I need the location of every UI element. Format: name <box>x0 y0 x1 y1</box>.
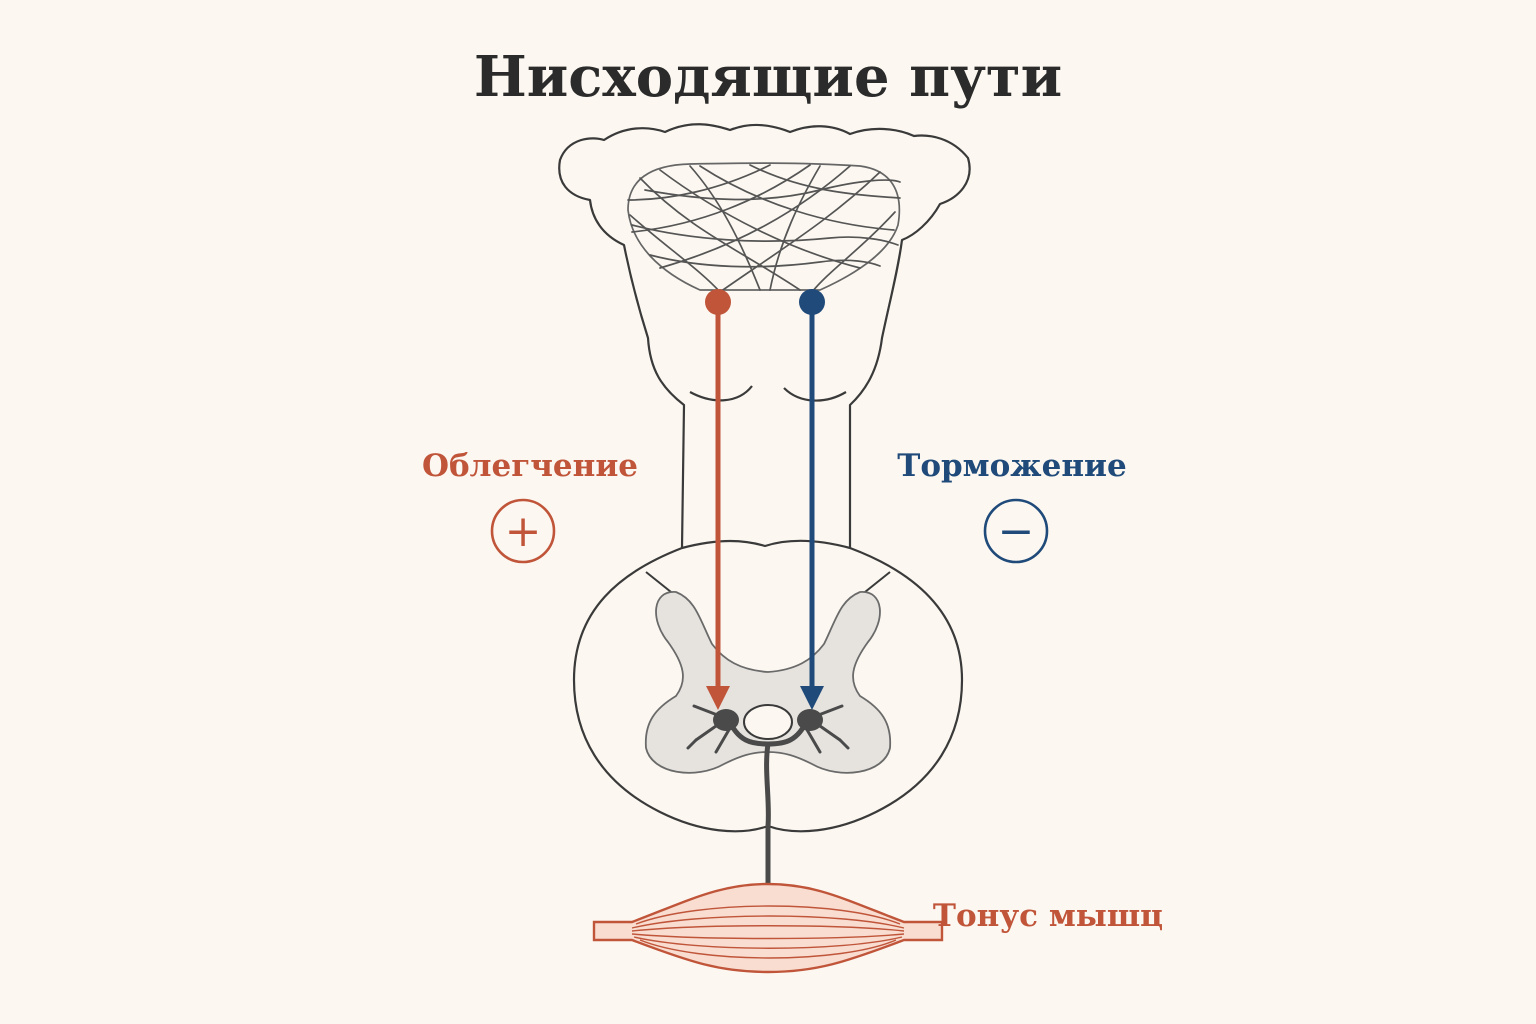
muscle-tone-label: Тонус мышц <box>933 898 1163 934</box>
inhibition-pathway <box>799 289 825 710</box>
reticular-strand <box>631 224 899 246</box>
reticular-strand <box>719 171 881 293</box>
brainstem-inner-left <box>689 385 753 402</box>
plus-sign: + <box>505 506 542 557</box>
reticular-strand <box>689 165 761 291</box>
muscle-fiber <box>631 933 905 940</box>
reticular-strand <box>649 254 881 268</box>
minus-sign: − <box>998 506 1035 557</box>
muscle-fiber <box>631 915 905 929</box>
diagram-title: Нисходящие пути <box>474 44 1062 110</box>
muscle-fiber <box>631 925 905 932</box>
reticular-strand <box>699 165 895 231</box>
reticular-strand <box>627 164 771 201</box>
motor-neuron-soma-right <box>797 709 823 731</box>
muscle-fiber <box>635 905 901 925</box>
neuron-dendrite-right <box>804 726 822 754</box>
reticular-strand <box>644 179 901 201</box>
reticular-strand <box>631 164 811 233</box>
muscle-body <box>592 882 944 974</box>
reticular-strand <box>811 211 896 293</box>
reticular-strand <box>639 177 801 291</box>
inhibition-arrowhead <box>800 686 824 710</box>
neuron-dendrite-left <box>694 724 718 742</box>
facilitation-label: Облегчение <box>422 448 638 484</box>
neuron-dendrite-left <box>686 738 698 750</box>
muscle-fibers <box>631 905 905 959</box>
facilitation-origin-dot <box>705 289 731 315</box>
reticular-strand <box>659 165 851 269</box>
brainstem <box>558 123 971 549</box>
reticular-strand <box>749 164 901 199</box>
reticular-formation <box>627 162 901 293</box>
plus-sign-circle <box>490 498 556 564</box>
reticular-outline <box>627 162 901 291</box>
brainstem-inner-right <box>783 387 847 402</box>
inhibition-label: Торможение <box>897 448 1126 484</box>
brainstem-outline <box>558 123 971 549</box>
muscle <box>592 882 944 974</box>
central-canal <box>743 704 793 740</box>
neuron-axon <box>764 741 771 893</box>
inhibition-origin-dot <box>799 289 825 315</box>
reticular-strand <box>629 214 721 293</box>
muscle-fiber <box>633 936 903 949</box>
reticular-strand <box>769 165 821 291</box>
facilitation-arrowhead <box>706 686 730 710</box>
minus-sign-circle <box>983 498 1049 564</box>
muscle-fiber <box>639 939 897 959</box>
neuron-dendrite-left <box>714 726 732 754</box>
motor-neuron-soma-left <box>713 709 739 731</box>
neuron-dendrite-right <box>818 724 842 742</box>
neuron-dendrite-right <box>838 738 850 750</box>
facilitation-pathway <box>705 289 731 710</box>
reticular-strand <box>659 169 861 269</box>
